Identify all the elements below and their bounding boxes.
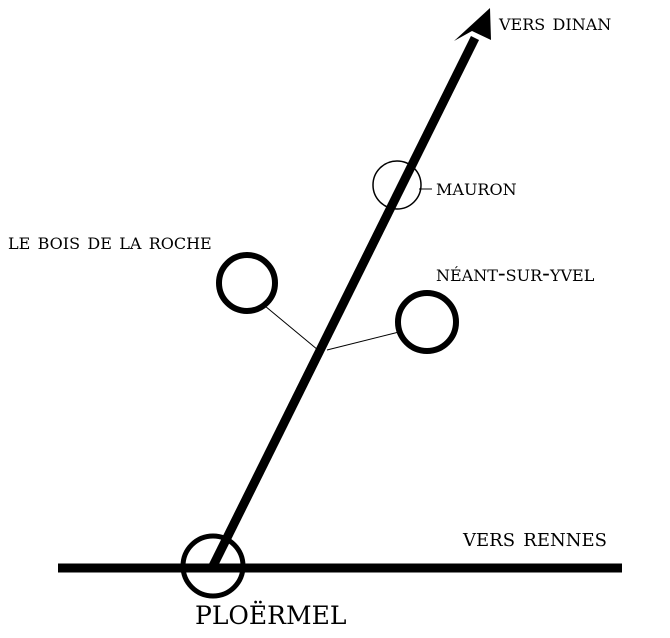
marker-ploermel [180,533,246,599]
label-neant-sur-yvel: néant-sur-yvel [436,261,595,287]
connector-le-bois-de-la-roche [264,305,319,351]
marker-mauron [372,160,422,210]
label-ploermel: ploërmel [195,592,346,633]
marker-le-bois-de-la-roche [216,252,278,314]
label-mauron: mauron [436,175,517,201]
label-vers-dinan: vers dinan [498,10,611,36]
label-le-bois-de-la-roche: le bois de la roche [8,229,212,255]
label-vers-rennes: vers rennes [462,523,607,553]
marker-neant-sur-yvel [395,290,459,354]
arrow-head-icon [454,8,491,41]
road-vers-dinan [206,35,480,573]
connector-neant-sur-yvel [326,331,400,351]
